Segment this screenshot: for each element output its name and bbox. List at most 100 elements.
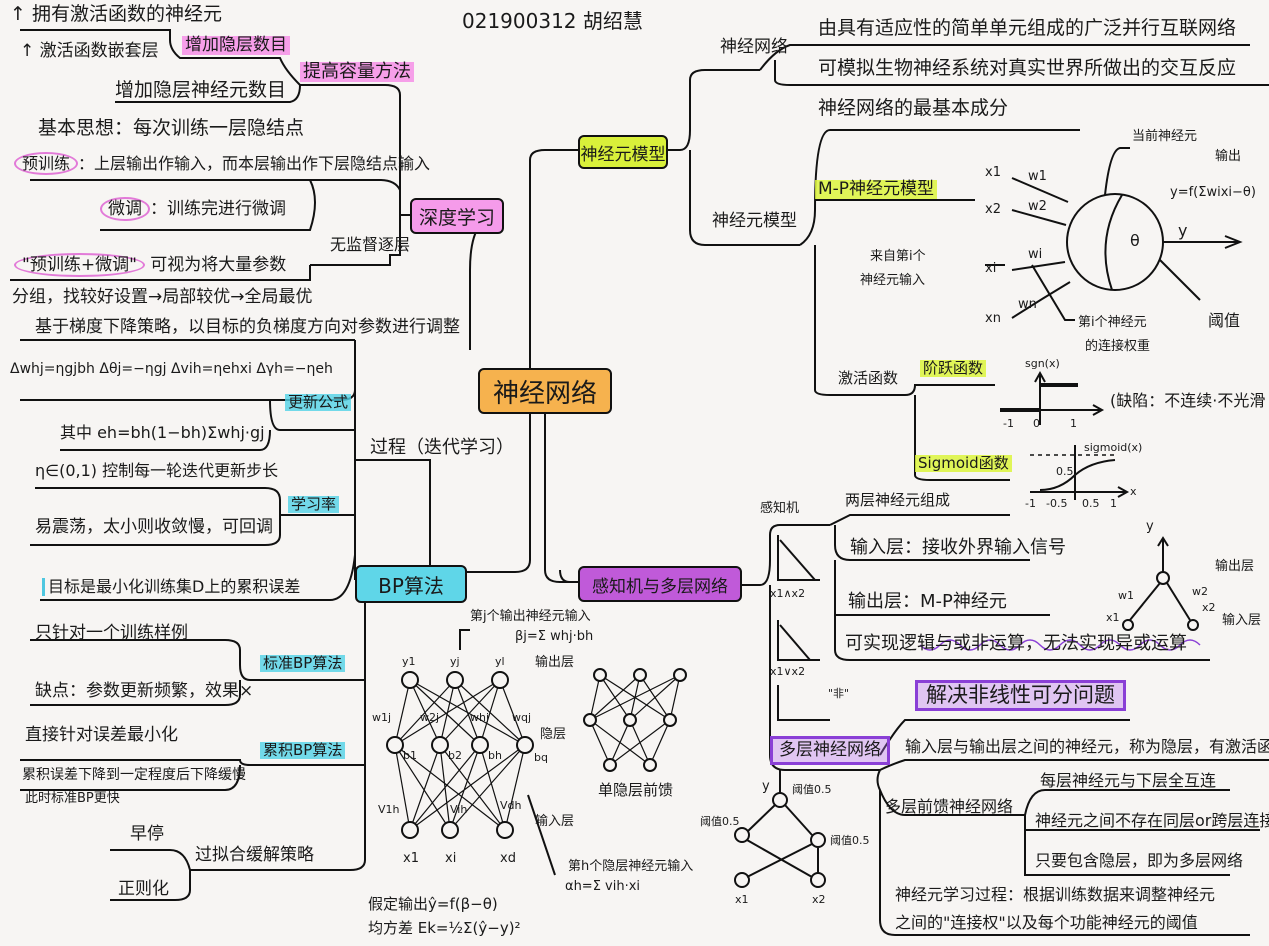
perc-multilayer: 多层神经网络 bbox=[770, 736, 890, 765]
bp-single-hidden: 单隐层前馈 bbox=[598, 781, 674, 799]
net-x2: x2 bbox=[1202, 601, 1216, 614]
bp-goal: 目标是最小化训练集D上的累积误差 bbox=[42, 578, 300, 596]
perc-not: "非" bbox=[828, 687, 850, 700]
bp-std2: 缺点：参数更新频繁，效果× bbox=[35, 681, 254, 701]
step-plot-label: sgn(x) bbox=[1025, 357, 1060, 370]
node-neuron-model: 神经元模型 bbox=[578, 135, 668, 169]
connector-center-perceptron bbox=[544, 410, 578, 583]
neuron-wi: wi bbox=[1028, 247, 1043, 262]
neuron-threshold: 阈值 bbox=[1208, 311, 1241, 330]
bp-std-tag: 标准BP算法 bbox=[260, 655, 346, 672]
bp-bq: bq bbox=[534, 751, 548, 764]
bp-alpha: αh=Σ vih·xi bbox=[565, 879, 641, 894]
deep-pretrain-tag: 预训练 bbox=[14, 152, 79, 175]
xor-y: y bbox=[762, 779, 770, 794]
net-w1: w1 bbox=[1118, 589, 1134, 602]
deep-finetune: 微调：训练完进行微调 bbox=[100, 197, 286, 221]
neuron-sigmoid: Sigmoid函数 bbox=[915, 455, 1012, 472]
perc-or: x1∨x2 bbox=[770, 665, 806, 678]
neuron-mp: M-P神经元模型 bbox=[815, 180, 938, 199]
connector-center-bp bbox=[465, 410, 531, 573]
step-tick-0: 0 bbox=[1033, 417, 1040, 430]
neuron-nn: 神经网络 bbox=[720, 37, 788, 57]
perc-learn1: 神经元学习过程：根据训练数据来调整神经元 bbox=[895, 885, 1216, 904]
neuron-basic: 神经网络的最基本成分 bbox=[818, 97, 1009, 119]
deep-more-neurons: 增加隐层神经元数目 bbox=[115, 79, 287, 101]
node-bp-algorithm: BP算法 bbox=[355, 565, 467, 603]
net-x1: x1 bbox=[1106, 611, 1120, 624]
deep-finetune-tag: 微调 bbox=[100, 197, 150, 221]
neuron-xi: xi bbox=[985, 261, 997, 276]
bp-xi: xi bbox=[445, 851, 457, 866]
xor-threshold-left: 阈值0.5 bbox=[700, 815, 740, 828]
step-tick-neg1: -1 bbox=[1003, 417, 1014, 430]
bp-w1j: w1j bbox=[372, 711, 392, 724]
bp-lr2: 易震荡，太小则收敛慢，可回调 bbox=[35, 517, 273, 537]
neuron-x1: x1 bbox=[985, 165, 1001, 180]
bp-lr1: η∈(0,1) 控制每一轮迭代更新步长 bbox=[35, 461, 279, 480]
bp-acc1: 直接针对误差最小化 bbox=[25, 725, 178, 745]
neuron-def1: 由具有适应性的简单单元组成的广泛并行互联网络 bbox=[818, 17, 1237, 39]
bp-formulas: Δwhj=ηgjbh Δθj=−ηgj Δvih=ηehxi Δγh=−ηeh bbox=[10, 361, 333, 377]
bp-diagram-hidden-layer: 隐层 bbox=[540, 727, 567, 742]
net-out-layer: 输出层 bbox=[1215, 559, 1255, 574]
neuron-step: 阶跃函数 bbox=[920, 360, 987, 377]
neuron-formula: y=f(Σwixi−θ) bbox=[1170, 185, 1256, 200]
perc-f1: 每层神经元与下层全互连 bbox=[1040, 771, 1217, 790]
bp-process: 过程（迭代学习） bbox=[370, 437, 514, 458]
bp-std1: 只针对一个训练样例 bbox=[35, 623, 188, 643]
bp-v1h: V1h bbox=[378, 803, 400, 816]
perc-label: 感知机 bbox=[760, 501, 800, 516]
deep-combo-text: 可视为将大量参数 bbox=[150, 255, 287, 275]
bp-eh: 其中 eh=bh(1−bh)Σwhj·gj bbox=[60, 423, 265, 442]
perc-solve-nonlinear: 解决非线性可分问题 bbox=[915, 680, 1126, 712]
bp-assume: 假定输出ŷ=f(β−θ) bbox=[368, 895, 498, 913]
bp-diagram-beta: βj=Σ whj·bh bbox=[515, 629, 594, 644]
neuron-wn: wn bbox=[1018, 297, 1037, 312]
perc-can: 可实现逻辑与或非运算，无法实现异或运算 bbox=[845, 633, 1187, 654]
center-node: 神经网络 bbox=[478, 368, 612, 414]
deep-capacity: 提高容量方法 bbox=[300, 62, 414, 82]
deep-unsupervised: 无监督逐层 bbox=[330, 235, 411, 254]
bp-y1: y1 bbox=[402, 655, 416, 668]
deep-idea: 基本思想：每次训练一层隐结点 bbox=[38, 117, 305, 139]
deep-combo-tag: "预训练+微调" bbox=[14, 253, 145, 277]
sigmoid-half: 0.5 bbox=[1056, 465, 1074, 478]
deep-more-layers: 增加隐层数目 bbox=[182, 36, 290, 55]
xor-x1: x1 bbox=[735, 893, 749, 906]
author-title: 021900312 胡绍慧 bbox=[462, 9, 643, 33]
neuron-weight1: 第i个神经元 bbox=[1078, 315, 1147, 330]
bp-acc3: 此时标准BP更快 bbox=[25, 791, 120, 806]
perc-and: x1∧x2 bbox=[770, 587, 806, 600]
neuron-def2: 可模拟生物神经系统对真实世界所做出的交互反应 bbox=[818, 57, 1237, 79]
deep-combo2: 分组，找较好设置→局部较优→全局最优 bbox=[12, 287, 313, 307]
bp-update-tag: 更新公式 bbox=[285, 394, 352, 411]
neuron-xn: xn bbox=[985, 311, 1001, 326]
connector-center-neuron bbox=[529, 149, 578, 370]
sigmoid-tick-1: 1 bbox=[1110, 497, 1117, 510]
sigmoid-tick-05: 0.5 bbox=[1082, 497, 1100, 510]
bp-early-stop: 早停 bbox=[130, 824, 164, 844]
neuron-current: 当前神经元 bbox=[1132, 129, 1198, 144]
neuron-activation: 激活函数 bbox=[838, 369, 899, 387]
perc-learn2: 之间的"连接权"以及每个功能神经元的阈值 bbox=[895, 913, 1198, 932]
step-tick-1: 1 bbox=[1070, 417, 1077, 430]
bp-regularization: 正则化 bbox=[118, 879, 169, 899]
bp-xd: xd bbox=[500, 851, 516, 866]
xor-threshold-right: 阈值0.5 bbox=[830, 834, 870, 847]
bp-diagram-in-layer: 输入层 bbox=[535, 814, 575, 829]
bp-mse: 均方差 Ek=½Σ(ŷ−y)² bbox=[368, 919, 521, 937]
bp-bh: bh bbox=[488, 749, 502, 762]
net-in-layer: 输入层 bbox=[1222, 613, 1262, 628]
perc-mlff: 多层前馈神经网络 bbox=[885, 797, 1014, 816]
neuron-theta: θ bbox=[1130, 231, 1140, 250]
sigmoid-axis-x: x bbox=[1130, 485, 1137, 498]
deep-finetune-text: ：训练完进行微调 bbox=[150, 199, 286, 219]
neuron-from1: 来自第i个 bbox=[870, 249, 926, 264]
neuron-y: y bbox=[1178, 221, 1188, 240]
bp-x1: x1 bbox=[403, 851, 419, 866]
bp-b2: b2 bbox=[448, 749, 462, 762]
sigmoid-tick-neg05: -0.5 bbox=[1046, 497, 1068, 510]
neuron-defect: (缺陷：不连续·不光滑 bbox=[1110, 391, 1266, 410]
perc-two-layers: 两层神经元组成 bbox=[845, 491, 951, 509]
